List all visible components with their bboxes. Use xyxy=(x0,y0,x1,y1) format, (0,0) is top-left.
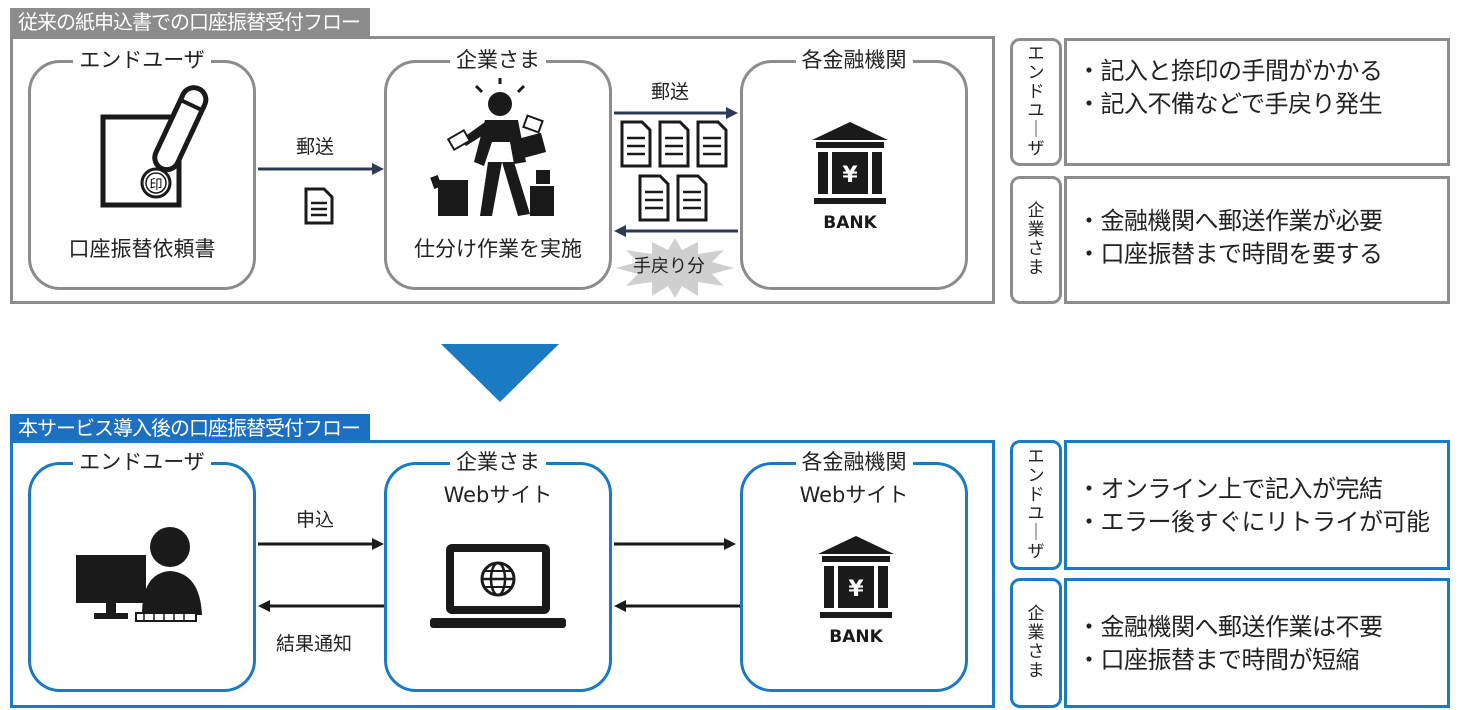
flow-result-label: 結果通知 xyxy=(276,633,353,655)
bank-yen-after: ¥ xyxy=(848,577,864,602)
section-label-after: 本サービス導入後の口座振替受付フロー xyxy=(10,414,370,442)
form-pen-stamp-icon: 印 xyxy=(100,85,209,208)
vtab-text: エンドユ｜ザ xyxy=(1028,45,1045,159)
vtab-char: エ xyxy=(1027,447,1045,467)
before-company-caption: 仕分け作業を実施 xyxy=(414,237,582,261)
vtab-char: ユ xyxy=(1027,504,1045,524)
vtab-char: ド xyxy=(1027,82,1045,102)
before-effects-user-box: ・記入と捺印の手間がかかる ・記入不備などで手戻り発生 xyxy=(1064,38,1450,166)
arrow-apply xyxy=(258,538,384,550)
after-effects-user-box: ・オンライン上で記入が完結 ・エラー後すぐにリトライが可能 xyxy=(1064,440,1450,570)
flow-return-label: 手戻り分 xyxy=(633,256,705,277)
arrow-company-to-bank xyxy=(614,107,738,119)
after-bank-subtitle: Webサイト xyxy=(799,483,909,507)
vtab-text: エンドユ｜ザ xyxy=(1028,448,1045,562)
documents-stack-icon xyxy=(620,120,728,222)
effect-line: ・エラー後すぐにリトライが可能 xyxy=(1077,508,1430,536)
vtab-char: 企 xyxy=(1027,604,1045,624)
effect-line: ・金融機関へ郵送作業は不要 xyxy=(1077,613,1383,641)
vtab-char: ン xyxy=(1027,63,1045,83)
vtab-char: 業 xyxy=(1027,220,1045,240)
after-company-title: 企業さま xyxy=(450,450,546,474)
vtab-char: ド xyxy=(1027,485,1045,505)
vtab-char: ザ xyxy=(1027,542,1045,562)
vtab-char: 企 xyxy=(1027,201,1045,221)
after-company-subtitle: Webサイト xyxy=(443,483,553,507)
arrow-result xyxy=(258,600,384,612)
laptop-globe-icon xyxy=(430,544,566,628)
pc-user-icon xyxy=(76,527,202,622)
vtab-char: ｜ xyxy=(1027,120,1045,140)
after-effects-company-tab: 企業さま xyxy=(1010,578,1062,708)
vtab-char: さ xyxy=(1027,642,1045,662)
bank-text-before: BANK xyxy=(823,213,877,233)
arrow-user-to-company xyxy=(258,163,384,175)
transition-down-arrow xyxy=(441,344,559,402)
document-icon xyxy=(304,187,334,225)
vtab-char: ザ xyxy=(1027,139,1045,159)
effect-line: ・記入不備などで手戻り発生 xyxy=(1077,90,1383,118)
before-user-node: エンドユーザ 口座振替依頼書 xyxy=(28,48,256,290)
vtab-char: ま xyxy=(1027,258,1045,278)
before-effects-company-tab: 企業さま xyxy=(1010,176,1062,304)
flow-mail-label-1: 郵送 xyxy=(296,136,335,158)
before-flow-frame xyxy=(10,36,995,304)
effect-line: ・口座振替まで時間を要する xyxy=(1077,240,1383,268)
before-effects-company-box: ・金融機関へ郵送作業が必要 ・口座振替まで時間を要する xyxy=(1064,176,1450,304)
stressed-worker-icon xyxy=(430,78,554,216)
flow-apply-label: 申込 xyxy=(296,509,335,531)
after-effects-company-box: ・金融機関へ郵送作業は不要 ・口座振替まで時間が短縮 xyxy=(1064,578,1450,708)
bank-text-after: BANK xyxy=(829,627,883,647)
vtab-char: ｜ xyxy=(1027,523,1045,543)
bank-icon-after: ¥ BANK xyxy=(818,536,894,647)
before-bank-title: 各金融機関 xyxy=(795,48,913,72)
vtab-char: 業 xyxy=(1027,623,1045,643)
vtab-char: さ xyxy=(1027,239,1045,259)
after-effects-user-tab: エンドユ｜ザ xyxy=(1010,440,1062,570)
vtab-text: 企業さま xyxy=(1028,202,1045,278)
vtab-char: エ xyxy=(1027,44,1045,64)
section-label-before: 従来の紙申込書での口座振替受付フロー xyxy=(10,8,370,36)
effect-line: ・オンライン上で記入が完結 xyxy=(1077,475,1383,503)
vtab-char: ン xyxy=(1027,466,1045,486)
after-bank-title: 各金融機関 xyxy=(795,450,913,474)
effect-line: ・記入と捺印の手間がかかる xyxy=(1077,57,1383,85)
return-burst-shape xyxy=(616,238,734,298)
vtab-char: ま xyxy=(1027,661,1045,681)
vtab-char: ユ xyxy=(1027,101,1045,121)
flow-mail-label-2: 郵送 xyxy=(651,81,690,103)
vtab-text: 企業さま xyxy=(1028,605,1045,681)
before-user-title: エンドユーザ xyxy=(73,48,211,72)
bank-yen-before: ¥ xyxy=(842,163,858,188)
effect-line: ・口座振替まで時間が短縮 xyxy=(1077,646,1360,674)
before-user-caption: 口座振替依頼書 xyxy=(68,237,216,261)
after-flow-frame xyxy=(10,440,995,708)
effect-line: ・金融機関へ郵送作業が必要 xyxy=(1077,207,1383,235)
before-effects-user-tab: エンドユ｜ザ xyxy=(1010,38,1062,166)
stamp-char: 印 xyxy=(149,178,162,193)
bank-icon-before: ¥ BANK xyxy=(812,122,888,233)
arrow-bank-to-company xyxy=(614,225,738,237)
after-bank-node: 各金融機関 Webサイト xyxy=(740,450,968,692)
after-user-title: エンドユーザ xyxy=(73,450,211,474)
arrow-from-bank-web xyxy=(614,600,738,612)
before-company-title: 企業さま xyxy=(450,48,546,72)
